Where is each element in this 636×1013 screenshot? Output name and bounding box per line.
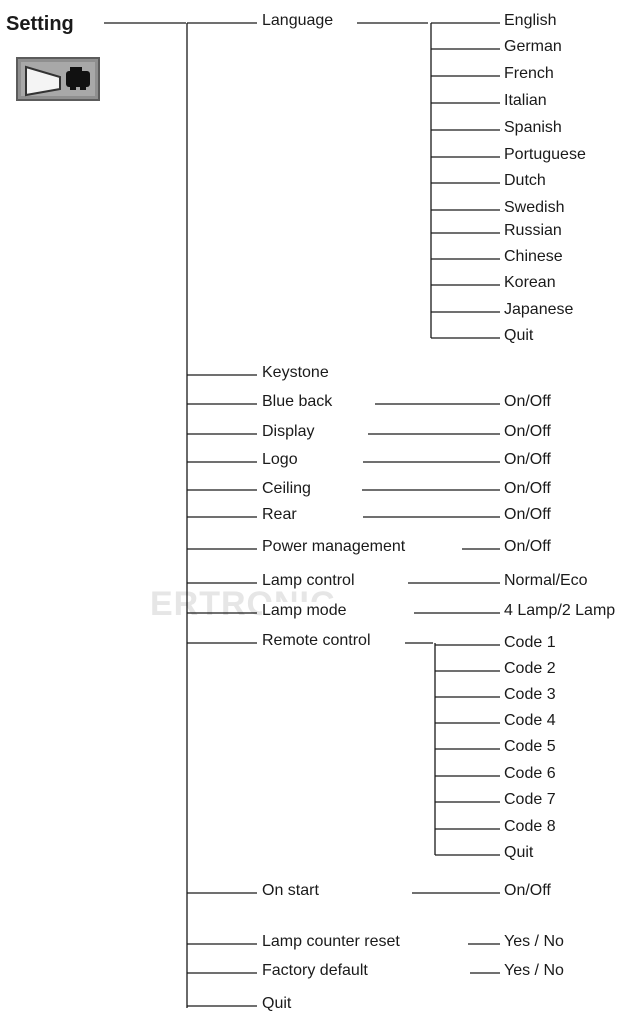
blue-back-value[interactable]: On/Off (504, 393, 551, 411)
menu-item-language[interactable]: Language (262, 12, 334, 30)
menu-item-ceiling[interactable]: Ceiling (262, 480, 311, 498)
language-option-french[interactable]: French (504, 65, 554, 83)
language-option-spanish[interactable]: Spanish (504, 119, 562, 137)
remote-option-code-3[interactable]: Code 3 (504, 686, 556, 704)
factory-default-value[interactable]: Yes / No (504, 962, 564, 980)
remote-option-code-4[interactable]: Code 4 (504, 712, 556, 730)
language-option-dutch[interactable]: Dutch (504, 172, 546, 190)
menu-item-logo[interactable]: Logo (262, 451, 298, 469)
menu-item-lamp-control[interactable]: Lamp control (262, 572, 355, 590)
remote-option-code-6[interactable]: Code 6 (504, 765, 556, 783)
language-option-german[interactable]: German (504, 38, 562, 56)
lamp-control-value[interactable]: Normal/Eco (504, 572, 588, 590)
logo-value[interactable]: On/Off (504, 451, 551, 469)
language-option-swedish[interactable]: Swedish (504, 199, 565, 217)
language-option-japanese[interactable]: Japanese (504, 301, 574, 319)
remote-option-code-7[interactable]: Code 7 (504, 791, 556, 809)
menu-item-remote-control[interactable]: Remote control (262, 632, 371, 650)
remote-option-code-5[interactable]: Code 5 (504, 738, 556, 756)
menu-item-display[interactable]: Display (262, 423, 315, 441)
remote-option-code-1[interactable]: Code 1 (504, 634, 556, 652)
menu-item-rear[interactable]: Rear (262, 506, 297, 524)
menu-item-on-start[interactable]: On start (262, 882, 319, 900)
lamp-mode-value[interactable]: 4 Lamp/2 Lamp (504, 602, 616, 620)
language-option-english[interactable]: English (504, 12, 557, 30)
language-option-chinese[interactable]: Chinese (504, 248, 563, 266)
projector-setting-icon (16, 57, 100, 101)
menu-item-blue-back[interactable]: Blue back (262, 393, 333, 411)
language-option-italian[interactable]: Italian (504, 92, 547, 110)
menu-item-lamp-mode[interactable]: Lamp mode (262, 602, 347, 620)
menu-item-lamp-counter-reset[interactable]: Lamp counter reset (262, 933, 400, 951)
rear-value[interactable]: On/Off (504, 506, 551, 524)
remote-option-code-2[interactable]: Code 2 (504, 660, 556, 678)
remote-option-quit[interactable]: Quit (504, 844, 534, 862)
menu-item-factory-default[interactable]: Factory default (262, 962, 368, 980)
language-option-portuguese[interactable]: Portuguese (504, 146, 586, 164)
lamp-counter-reset-value[interactable]: Yes / No (504, 933, 564, 951)
language-option-russian[interactable]: Russian (504, 222, 562, 240)
menu-item-quit[interactable]: Quit (262, 995, 292, 1013)
remote-option-code-8[interactable]: Code 8 (504, 818, 556, 836)
on-start-value[interactable]: On/Off (504, 882, 551, 900)
setting-title: Setting (6, 13, 74, 35)
language-option-korean[interactable]: Korean (504, 274, 556, 292)
power-management-value[interactable]: On/Off (504, 538, 551, 556)
language-option-quit[interactable]: Quit (504, 327, 534, 345)
display-value[interactable]: On/Off (504, 423, 551, 441)
ceiling-value[interactable]: On/Off (504, 480, 551, 498)
menu-item-power-management[interactable]: Power management (262, 538, 406, 556)
menu-item-keystone[interactable]: Keystone (262, 364, 329, 382)
